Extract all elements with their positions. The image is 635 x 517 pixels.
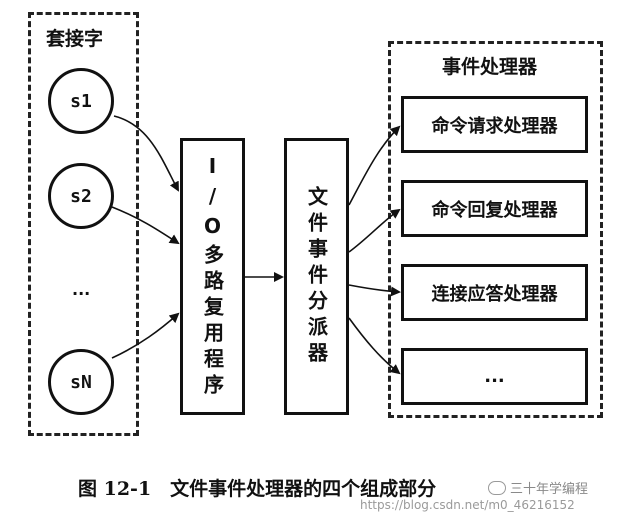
handlers-group <box>388 41 603 418</box>
handler-command-reply: 命令回复处理器 <box>401 180 588 237</box>
watermark-url: https://blog.csdn.net/m0_46216152 <box>360 498 575 512</box>
figure-caption: 图 12-1 文件事件处理器的四个组成部分 <box>78 478 437 500</box>
socket-s2: s2 <box>48 163 114 229</box>
handlers-title: 事件处理器 <box>442 56 538 78</box>
sockets-title: 套接字 <box>46 28 104 50</box>
watermark-brand-text: 三十年学编程 <box>510 482 589 497</box>
chat-bubble-icon <box>488 480 506 495</box>
handler-connection-accept: 连接应答处理器 <box>401 264 588 321</box>
io-multiplexer-box: I/O多路复用程序 <box>180 138 245 415</box>
watermark-brand: 三十年学编程 <box>488 478 588 497</box>
io-multiplexer-label: I/O多路复用程序 <box>200 153 225 400</box>
handler-ellipsis: ... <box>401 348 588 405</box>
arrow-dispatcher-to-handler-4 <box>348 317 401 375</box>
sockets-group <box>28 12 139 436</box>
arrow-s2-to-io <box>111 206 180 245</box>
arrow-dispatcher-to-handler-3 <box>348 284 401 297</box>
socket-ellipsis: ... <box>72 280 91 299</box>
handler-command-request: 命令请求处理器 <box>401 96 588 153</box>
arrow-dispatcher-to-handler-1 <box>348 125 401 206</box>
arrow-sn-to-io <box>111 312 180 359</box>
arrow-s1-to-io <box>113 115 179 192</box>
socket-s1: s1 <box>48 68 114 134</box>
arrow-dispatcher-to-handler-2 <box>348 208 401 253</box>
event-dispatcher-box: 文件事件分派器 <box>284 138 349 415</box>
event-dispatcher-label: 文件事件分派器 <box>304 185 329 368</box>
socket-sn: sN <box>48 349 114 415</box>
